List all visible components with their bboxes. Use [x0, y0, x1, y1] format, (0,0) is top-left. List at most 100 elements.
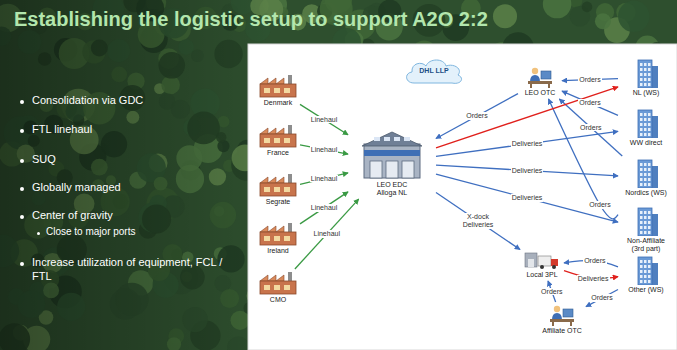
desk-leg [570, 322, 572, 326]
node-label: NL (WS) [633, 89, 660, 97]
office-icon [527, 66, 553, 88]
node-label: Other (WS) [628, 286, 663, 294]
wheel [552, 265, 556, 269]
edge-label: Orders [583, 257, 606, 265]
window [644, 163, 647, 166]
window [640, 221, 643, 224]
window [644, 173, 647, 176]
dock-door [386, 161, 398, 178]
connector [549, 99, 618, 219]
window [644, 113, 647, 116]
node-label: Denmark [264, 99, 292, 107]
tree-crown [582, 2, 593, 13]
body [552, 313, 562, 320]
chimney [288, 174, 292, 183]
node-label: DHL LLP [419, 67, 448, 75]
window [648, 275, 651, 278]
bullet-text: Center of gravity [32, 209, 113, 223]
window [644, 231, 647, 234]
window [648, 68, 651, 71]
window [648, 280, 651, 283]
window [648, 168, 651, 171]
window [644, 168, 647, 171]
factory-body [260, 134, 296, 147]
window [284, 88, 290, 93]
front-band [364, 150, 420, 156]
connector [295, 199, 359, 269]
sub-bullet-text: Close to major ports [46, 226, 135, 239]
wheel [540, 265, 544, 269]
factory-node: Denmark [258, 74, 298, 107]
window [264, 187, 270, 192]
window [264, 138, 270, 143]
head [532, 68, 538, 74]
window [644, 265, 647, 268]
building-body [638, 110, 652, 138]
edge-label: Orders [579, 124, 602, 132]
edge-label: Deliveries [577, 275, 610, 283]
window [644, 221, 647, 224]
window [640, 183, 643, 186]
edge-label: Orders [578, 99, 601, 107]
window [374, 137, 380, 141]
window [648, 226, 651, 229]
dock-door [370, 161, 382, 178]
window [640, 83, 643, 86]
window [264, 236, 270, 241]
window [274, 285, 280, 290]
edge-label: Orders [578, 76, 601, 84]
connector [436, 165, 618, 176]
edge-label: Linehaul [310, 175, 338, 183]
factory-body [260, 84, 296, 97]
window [648, 270, 651, 273]
desk-leg [548, 84, 550, 88]
window [644, 216, 647, 219]
factory-body [260, 281, 296, 294]
window [640, 216, 643, 219]
window [648, 260, 651, 263]
factory-node: Segrate [258, 173, 298, 206]
desk-leg [530, 84, 532, 88]
window [644, 178, 647, 181]
window [640, 123, 643, 126]
window [640, 168, 643, 171]
window [644, 280, 647, 283]
window [640, 178, 643, 181]
node-label: WW direct [630, 139, 662, 147]
chimney [288, 75, 292, 84]
window [640, 163, 643, 166]
customer-building: Other (WS) [620, 255, 672, 294]
window [284, 138, 290, 143]
window [640, 73, 643, 76]
connector [559, 99, 622, 156]
window [644, 63, 647, 66]
window [644, 128, 647, 131]
building-body [638, 257, 652, 285]
window [384, 137, 390, 141]
building-body [638, 208, 652, 236]
building-icon [633, 206, 659, 236]
factory-icon [258, 222, 298, 246]
edge-label: Linehaul [310, 146, 338, 154]
window [648, 216, 651, 219]
depot-door [528, 259, 534, 267]
cloud-outline [407, 60, 462, 83]
window [644, 183, 647, 186]
window [640, 128, 643, 131]
window [648, 63, 651, 66]
window [644, 275, 647, 278]
dock-door [402, 161, 414, 178]
building-side [652, 166, 658, 188]
building-body [638, 60, 652, 88]
window [640, 260, 643, 263]
warehouse-icon [360, 128, 424, 180]
window [274, 236, 280, 241]
window [648, 123, 651, 126]
node-label: France [267, 149, 289, 157]
edge-label: Deliveries [511, 140, 544, 148]
roof [260, 128, 284, 134]
building-body [638, 160, 652, 188]
